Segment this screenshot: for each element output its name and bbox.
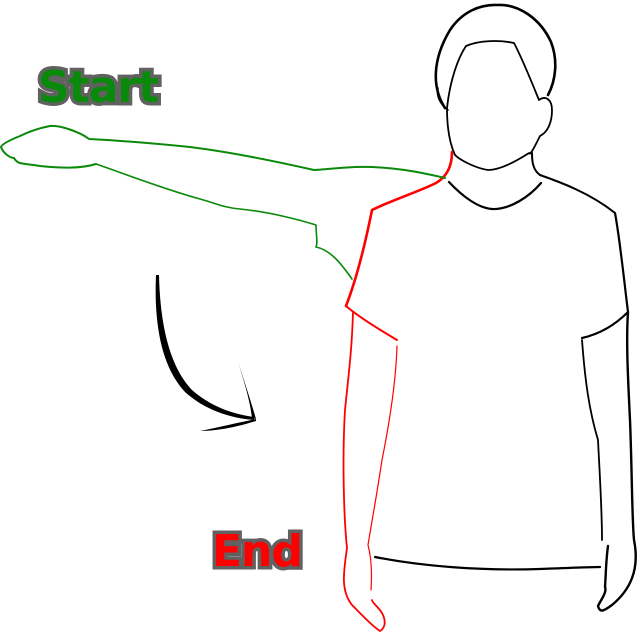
arrow-curve xyxy=(155,275,254,420)
right-torso xyxy=(581,339,603,541)
arm-start-position xyxy=(0,124,446,280)
left-sleeve-hem xyxy=(345,305,398,341)
motion-arrow xyxy=(155,275,256,431)
start-label: Start xyxy=(34,62,162,113)
hair-outline xyxy=(434,3,557,110)
right-neck xyxy=(531,152,616,214)
left-shoulder-end xyxy=(344,150,454,308)
neckline xyxy=(447,180,543,211)
arrow-head-lower xyxy=(200,419,256,431)
face-outline xyxy=(446,40,553,171)
left-arm-inner-end xyxy=(367,345,398,591)
end-label: End xyxy=(209,526,307,577)
arm-end-position xyxy=(342,150,454,632)
left-arm-outer-end xyxy=(342,311,386,632)
arrow-head-upper xyxy=(238,362,256,419)
right-arm-outer xyxy=(596,310,637,612)
arm-upper-edge-start xyxy=(0,124,446,179)
shirt-hem xyxy=(373,555,602,571)
right-sleeve xyxy=(580,211,630,340)
person-figure xyxy=(373,3,637,612)
arm-lower-edge-start xyxy=(95,163,353,280)
